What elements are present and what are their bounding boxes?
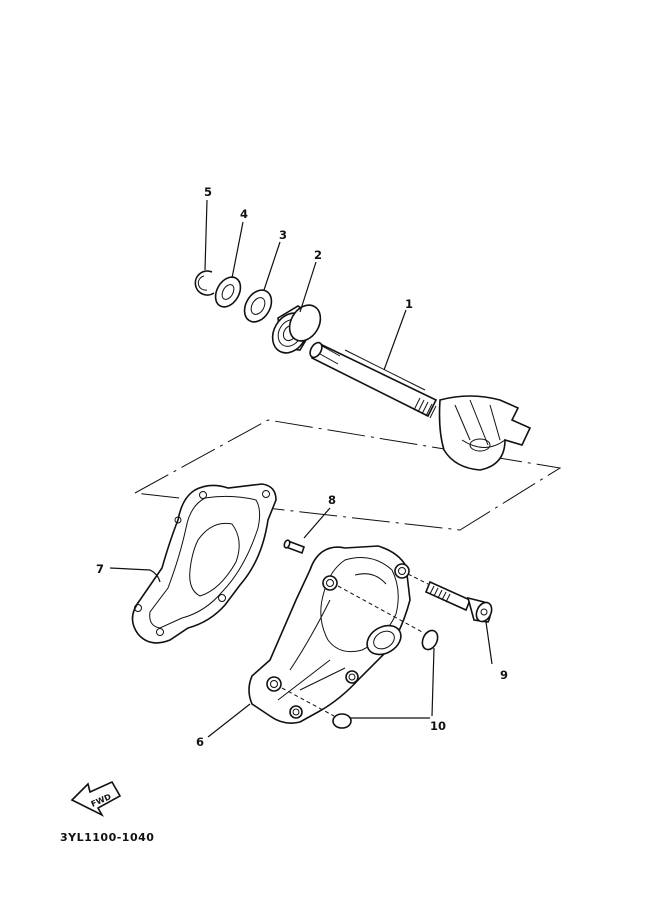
- leader-lines: [109, 199, 493, 738]
- pump-housing: [248, 545, 411, 724]
- alignment-lines: [281, 573, 429, 717]
- callout-1: 1: [405, 297, 413, 311]
- callout-9: 9: [500, 668, 508, 682]
- bolt: [424, 580, 493, 623]
- callout-5: 5: [204, 185, 212, 199]
- oil-seal: [243, 289, 273, 323]
- callout-10: 10: [430, 719, 446, 733]
- callout-3: 3: [279, 228, 287, 242]
- diagram-code: 3YL1100-1040: [60, 831, 154, 844]
- circlip: [194, 270, 215, 296]
- impeller-shaft: [309, 341, 532, 471]
- washer: [214, 276, 242, 308]
- assembly-frame: [134, 419, 562, 531]
- callout-labels: 1 2 3 4 5 6 7 8 9 10: [96, 185, 508, 749]
- o-ring-lower: [332, 713, 352, 729]
- callout-6: 6: [196, 735, 204, 749]
- callout-7: 7: [96, 562, 104, 576]
- callout-4: 4: [240, 207, 248, 221]
- fwd-arrow-icon: FWD: [70, 780, 122, 817]
- callout-2: 2: [314, 248, 322, 262]
- o-ring-upper: [421, 629, 439, 651]
- gasket: [131, 483, 277, 644]
- dowel-pin: [283, 539, 306, 555]
- bearing: [271, 304, 322, 354]
- callout-8: 8: [328, 493, 336, 507]
